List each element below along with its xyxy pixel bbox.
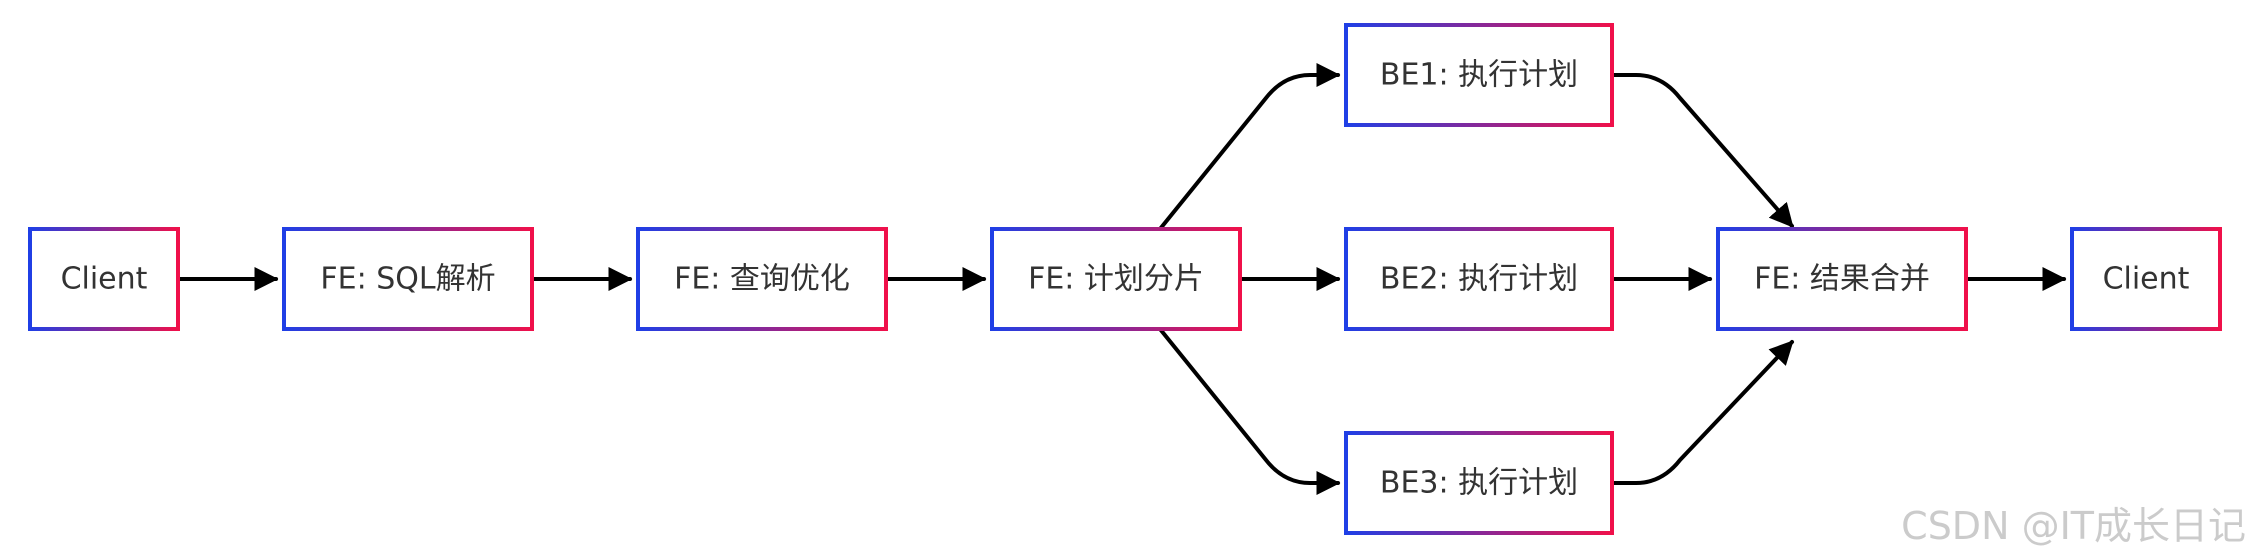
node-be2-execute-box bbox=[1344, 227, 1614, 331]
node-fe-plan-split-box bbox=[990, 227, 1242, 331]
node-fe-sql-parse-box bbox=[282, 227, 534, 331]
node-be1-execute-label: BE1: 执行计划 bbox=[1380, 58, 1578, 93]
node-client-output-label: Client bbox=[2103, 262, 2190, 297]
node-client-output: Client bbox=[2070, 227, 2222, 331]
edges bbox=[176, 63, 2067, 495]
edge-plan-split-to-be1 bbox=[1158, 63, 1341, 231]
watermark-text: CSDN @IT成长日记 bbox=[1901, 504, 2246, 548]
node-fe-plan-split-label: FE: 计划分片 bbox=[1028, 262, 1204, 297]
node-be1-execute: BE1: 执行计划 bbox=[1344, 23, 1614, 127]
node-fe-result-merge-label: FE: 结果合并 bbox=[1754, 262, 1930, 297]
node-be2-execute: BE2: 执行计划 bbox=[1344, 227, 1614, 331]
node-fe-query-optimize-label: FE: 查询优化 bbox=[674, 262, 850, 297]
node-fe-query-optimize-box bbox=[636, 227, 888, 331]
node-client-input: Client bbox=[28, 227, 180, 331]
node-be1-execute-box bbox=[1344, 23, 1614, 127]
node-fe-sql-parse: FE: SQL解析 bbox=[282, 227, 534, 331]
edge-plan-split-to-be3 bbox=[1158, 327, 1341, 495]
node-fe-sql-parse-label: FE: SQL解析 bbox=[320, 262, 495, 297]
node-be3-execute-label: BE3: 执行计划 bbox=[1380, 466, 1578, 501]
node-client-input-label: Client bbox=[61, 262, 148, 297]
node-be2-execute-label: BE2: 执行计划 bbox=[1380, 262, 1578, 297]
node-client-output-box bbox=[2070, 227, 2222, 331]
node-client-input-box bbox=[28, 227, 180, 331]
node-be3-execute-box bbox=[1344, 431, 1614, 535]
node-be3-execute: BE3: 执行计划 bbox=[1344, 431, 1614, 535]
node-fe-query-optimize: FE: 查询优化 bbox=[636, 227, 888, 331]
node-fe-result-merge-box bbox=[1716, 227, 1968, 331]
edge-be3-to-result-merge bbox=[1610, 340, 1794, 485]
node-fe-result-merge: FE: 结果合并 bbox=[1716, 227, 1968, 331]
node-fe-plan-split: FE: 计划分片 bbox=[990, 227, 1242, 331]
edge-be1-to-result-merge bbox=[1610, 73, 1794, 228]
